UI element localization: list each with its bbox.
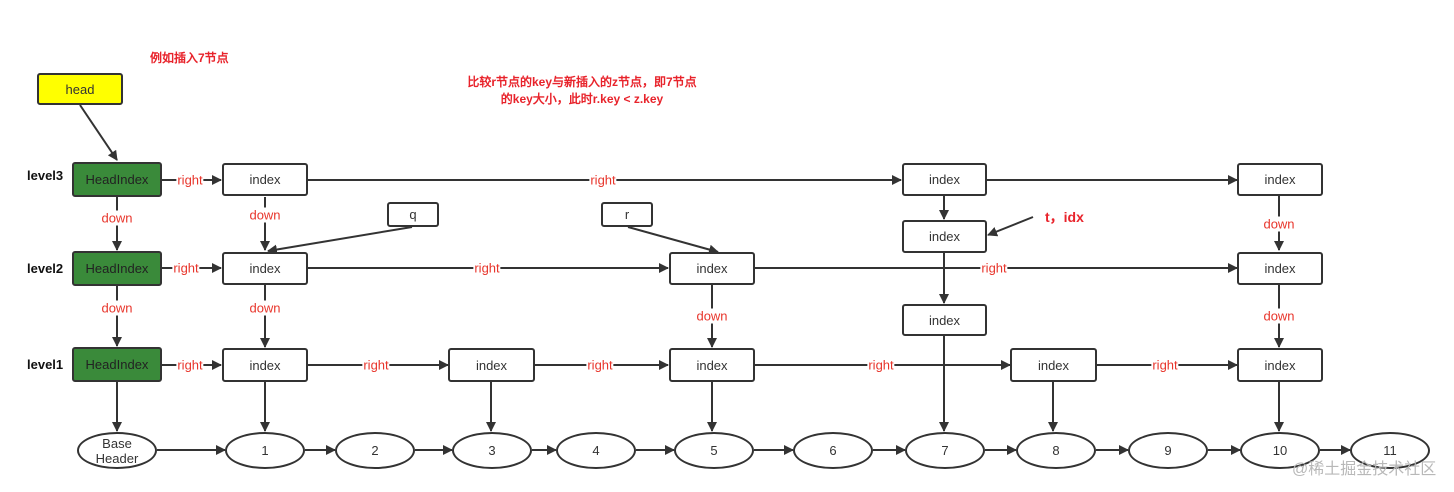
base-node-6: 6 — [793, 432, 873, 469]
edge-q-pointer — [267, 226, 413, 255]
base-node-2: 2 — [335, 432, 415, 469]
edge-head-headindex — [79, 104, 118, 161]
right-label: right — [586, 357, 614, 373]
base-node-11: 11 — [1350, 432, 1430, 469]
down-label: down — [1262, 216, 1296, 232]
down-label: down — [100, 300, 134, 316]
index-l3-7: index — [902, 163, 987, 196]
watermark: @稀土掘金技术社区 — [1292, 461, 1437, 478]
index-l1-5: index — [669, 348, 755, 382]
compare-note: 比较r节点的key与新插入的z节点，即7节点 的key大小，此时r.key < … — [440, 74, 724, 108]
index-l1-8: index — [1010, 348, 1097, 382]
down-label: down — [248, 207, 282, 223]
index-l2-10: index — [1237, 252, 1323, 285]
base-node-9: 9 — [1128, 432, 1208, 469]
base-header-line2: Header — [95, 450, 139, 466]
down-label: down — [695, 308, 729, 324]
index-l1-10: index — [1237, 348, 1323, 382]
base-node-7: 7 — [905, 432, 985, 469]
level2-label: level2 — [27, 261, 64, 276]
headindex-level3: HeadIndex — [72, 162, 162, 197]
base-header-node: Base Header — [77, 432, 157, 469]
index-l1-3: index — [448, 348, 535, 382]
index-l1-1: index — [222, 348, 308, 382]
right-label: right — [867, 357, 895, 373]
q-pointer-box: q — [387, 202, 439, 227]
right-label: right — [362, 357, 390, 373]
edge-t-pointer — [987, 216, 1034, 237]
index-l2-1: index — [222, 252, 308, 285]
right-label: right — [980, 260, 1008, 276]
right-label: right — [473, 260, 501, 276]
down-label: down — [1262, 308, 1296, 324]
level3-label: level3 — [27, 168, 64, 183]
right-label: right — [589, 172, 617, 188]
right-label: right — [176, 172, 204, 188]
right-label: right — [176, 357, 204, 373]
headindex-level1: HeadIndex — [72, 347, 162, 382]
right-label: right — [1151, 357, 1179, 373]
compare-note-line2: 的key大小，此时r.key < z.key — [500, 92, 664, 106]
t-idx-label: t，idx — [1045, 209, 1084, 225]
base-node-8: 8 — [1016, 432, 1096, 469]
insert-note: 例如插入7节点 — [150, 51, 229, 65]
base-node-1: 1 — [225, 432, 305, 469]
r-pointer-box: r — [601, 202, 653, 227]
head-node: head — [37, 73, 123, 105]
base-node-10: 10 — [1240, 432, 1320, 469]
base-node-4: 4 — [556, 432, 636, 469]
index-new-l2: index — [902, 220, 987, 253]
down-label: down — [100, 210, 134, 226]
index-l3-1: index — [222, 163, 308, 196]
base-header-line1: Base — [102, 435, 132, 451]
right-label: right — [172, 260, 200, 276]
edge-r-pointer — [627, 226, 719, 255]
compare-note-line1: 比较r节点的key与新插入的z节点，即7节点 — [467, 75, 697, 89]
headindex-level2: HeadIndex — [72, 251, 162, 286]
index-l2-5: index — [669, 252, 755, 285]
index-l3-10: index — [1237, 163, 1323, 196]
index-new-l1: index — [902, 304, 987, 336]
down-label: down — [248, 300, 282, 316]
base-node-3: 3 — [452, 432, 532, 469]
base-node-5: 5 — [674, 432, 754, 469]
level1-label: level1 — [27, 357, 64, 372]
